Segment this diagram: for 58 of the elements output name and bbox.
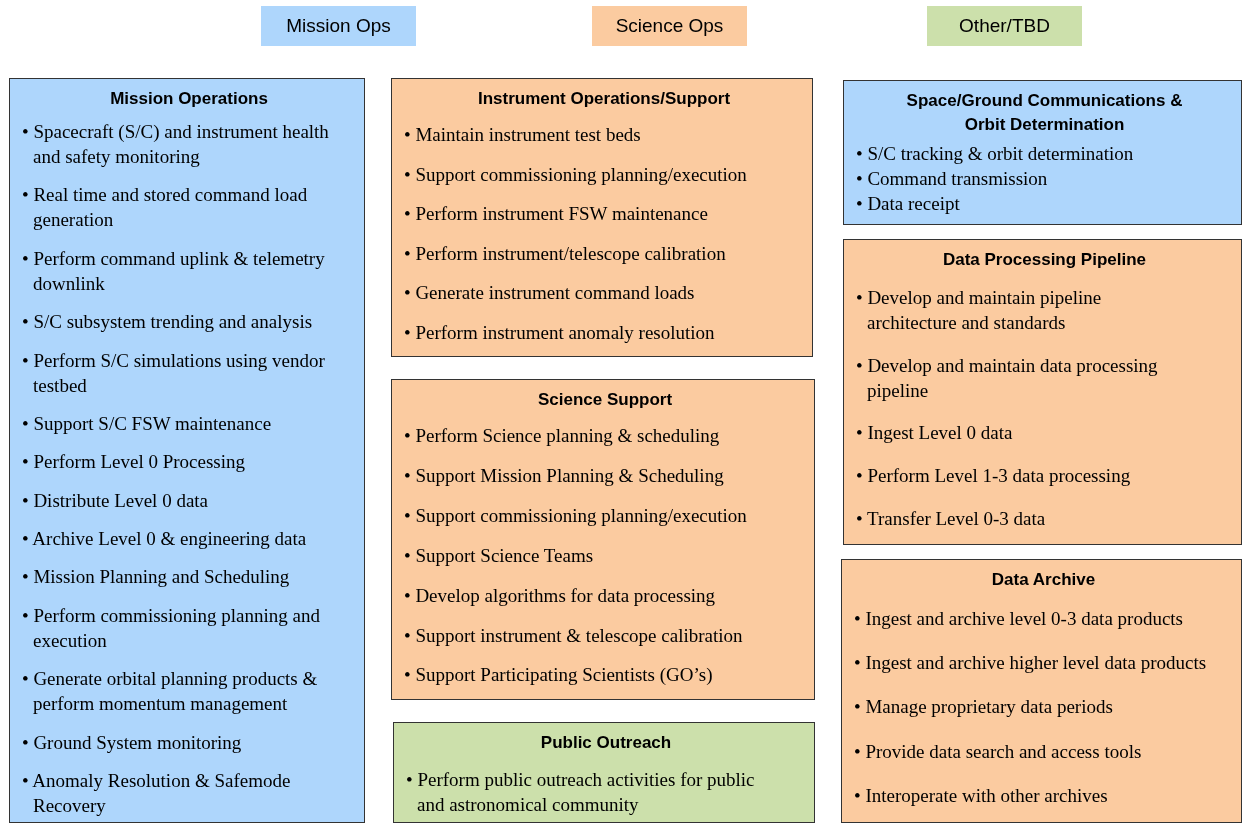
bullet-item: • Perform Level 1-3 data processing xyxy=(856,464,1131,489)
bullet-item: • Perform public outreach activities for public and astronomical community xyxy=(406,768,756,817)
bullet-item: • Perform instrument FSW maintenance xyxy=(404,202,708,227)
bullet-item: • Support commissioning planning/execution xyxy=(404,504,747,529)
legend-label: Science Ops xyxy=(615,15,724,37)
bullet-item: • Archive Level 0 & engineering data xyxy=(22,527,307,551)
bullet-item: • Provide data search and access tools xyxy=(854,739,1142,764)
category-panel xyxy=(843,80,1242,225)
category-panel xyxy=(391,78,813,357)
category-panel xyxy=(391,379,815,700)
bullet-item: • Command transmission xyxy=(856,167,1048,191)
panel-heading: Instrument Operations/Support xyxy=(477,88,731,110)
bullet-item: • Support Science Teams xyxy=(404,543,594,568)
bullet-item: • Perform command uplink & telemetry downlink xyxy=(22,246,326,296)
bullet-item: • Support instrument & telescope calibration xyxy=(404,623,743,648)
bullet-item: • Ingest Level 0 data xyxy=(856,421,1013,446)
bullet-item: • Data receipt xyxy=(856,192,960,216)
bullet-item: • Ground System monitoring xyxy=(22,730,242,755)
bullet-item: • Anomaly Resolution & Safemode Recovery xyxy=(22,768,292,818)
bullet-item: • Support S/C FSW maintenance xyxy=(22,411,272,436)
bullet-item: • Support Participating Scientists (GO’s) xyxy=(404,663,713,688)
bullet-item: • Maintain instrument test beds xyxy=(404,123,641,148)
bullet-item: • Support Mission Planning & Scheduling xyxy=(404,464,724,489)
category-panel xyxy=(841,559,1242,823)
bullet-item: • Perform commissioning planning and execution xyxy=(22,603,321,653)
bullet-item: • Ingest and archive level 0-3 data products xyxy=(854,606,1183,631)
bullet-item: • Spacecraft (S/C) and instrument health and safety monitoring xyxy=(22,120,330,169)
category-panel xyxy=(843,239,1242,545)
bullet-item: • Interoperate with other archives xyxy=(854,784,1108,809)
panel-heading: Data Archive xyxy=(991,569,1096,591)
bullet-item: • Perform Level 0 Processing xyxy=(22,450,245,475)
bullet-item: • Develop algorithms for data processing xyxy=(404,583,716,608)
bullet-item: • Transfer Level 0-3 data xyxy=(856,507,1046,532)
bullet-item: • Real time and stored command load generation xyxy=(22,183,309,233)
bullet-item: • Ingest and archive higher level data products xyxy=(854,651,1207,676)
bullet-item: • S/C subsystem trending and analysis xyxy=(22,310,313,335)
bullet-item: • Perform instrument/telescope calibration xyxy=(404,241,726,266)
bullet-item: • Mission Planning and Scheduling xyxy=(22,565,290,590)
legend-label: Other/TBD xyxy=(959,15,1050,37)
bullet-item: • Perform Science planning & scheduling xyxy=(404,424,720,449)
bullet-item: • Develop and maintain pipeline architecture and standards xyxy=(856,285,1103,335)
category-panel xyxy=(9,78,365,823)
panel-heading: Mission Operations xyxy=(110,88,268,110)
panel-heading: Science Support xyxy=(537,389,673,411)
bullet-item: • Generate orbital planning products & perform momentum management xyxy=(22,667,319,717)
bullet-item: • S/C tracking & orbit determination xyxy=(856,142,1134,166)
legend-label: Mission Ops xyxy=(286,15,391,37)
bullet-item: • Generate instrument command loads xyxy=(404,281,695,306)
bullet-item: • Develop and maintain data processing pipeline xyxy=(856,353,1159,403)
bullet-item: • Perform S/C simulations using vendor testbed xyxy=(22,348,326,398)
category-panel xyxy=(393,722,815,823)
bullet-item: • Manage proprietary data periods xyxy=(854,695,1113,720)
bullet-item: • Perform instrument anomaly resolution xyxy=(404,320,715,345)
panel-heading: Data Processing Pipeline xyxy=(942,249,1147,271)
bullet-item: • Support commissioning planning/execution xyxy=(404,162,747,187)
panel-heading: Public Outreach xyxy=(540,732,672,754)
bullet-item: • Distribute Level 0 data xyxy=(22,488,209,513)
panel-heading: Space/Ground Communications & Orbit Determination xyxy=(905,90,1184,136)
